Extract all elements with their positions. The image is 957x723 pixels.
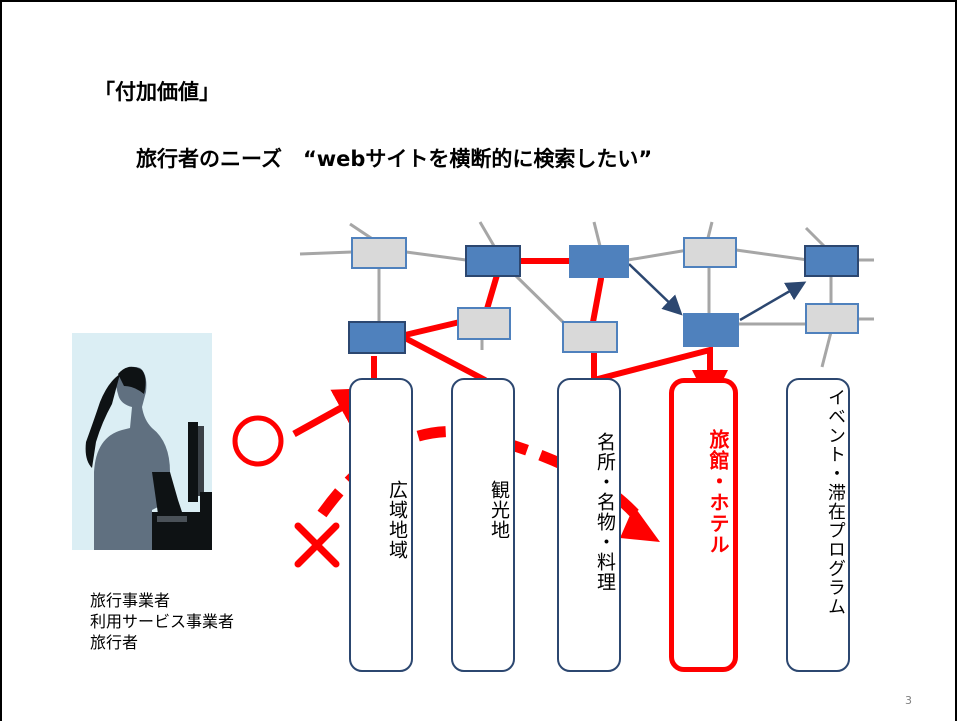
user-travel-business: 旅行事業者: [90, 591, 171, 610]
node-dark: [465, 245, 521, 277]
slide-title: 「付加価値」: [94, 80, 220, 104]
category-events-stay: イベント・滞在プログラム: [786, 378, 850, 672]
user-list: 旅行事業者 利用サービス事業者 旅行者: [90, 590, 234, 653]
good-mark-icon: [232, 415, 284, 467]
category-regional-area: 広域地域: [349, 378, 413, 672]
link-arrow-2: [739, 281, 807, 322]
red-route: [402, 258, 713, 383]
category-label: 旅館・ホテル: [706, 429, 730, 555]
node-light: [351, 237, 407, 269]
node-dark: [348, 321, 406, 354]
node-dark: [569, 245, 629, 278]
category-sightseeing-spot: 観光地: [451, 378, 515, 672]
link-arrow-1: [628, 263, 683, 316]
node-light: [457, 307, 511, 340]
user-service-business: 利用サービス事業者: [90, 612, 235, 631]
person-at-computer-icon: [72, 333, 212, 550]
category-inn-hotel: 旅館・ホテル: [669, 378, 738, 672]
dashed-arrow-head: [620, 506, 660, 542]
category-label: 名所・名物・料理: [594, 432, 616, 592]
node-light: [683, 237, 737, 268]
slide-subtitle: 旅行者のニーズ “webサイトを横断的に検索したい”: [136, 147, 653, 171]
category-attractions-food: 名所・名物・料理: [557, 378, 621, 672]
user-traveler: 旅行者: [90, 633, 139, 652]
node-dark: [804, 245, 859, 277]
category-label: 広域地域: [386, 480, 408, 560]
category-label: イベント・滞在プログラム: [825, 388, 846, 616]
good-arrow: [292, 387, 378, 438]
node-dark: [683, 313, 739, 347]
gray-links: [299, 221, 874, 368]
network-nodes: [348, 237, 859, 354]
page-number: 3: [905, 694, 912, 707]
category-label: 観光地: [488, 480, 510, 540]
bad-mark-icon: [294, 522, 340, 568]
node-light: [562, 321, 618, 353]
node-light: [805, 303, 859, 334]
